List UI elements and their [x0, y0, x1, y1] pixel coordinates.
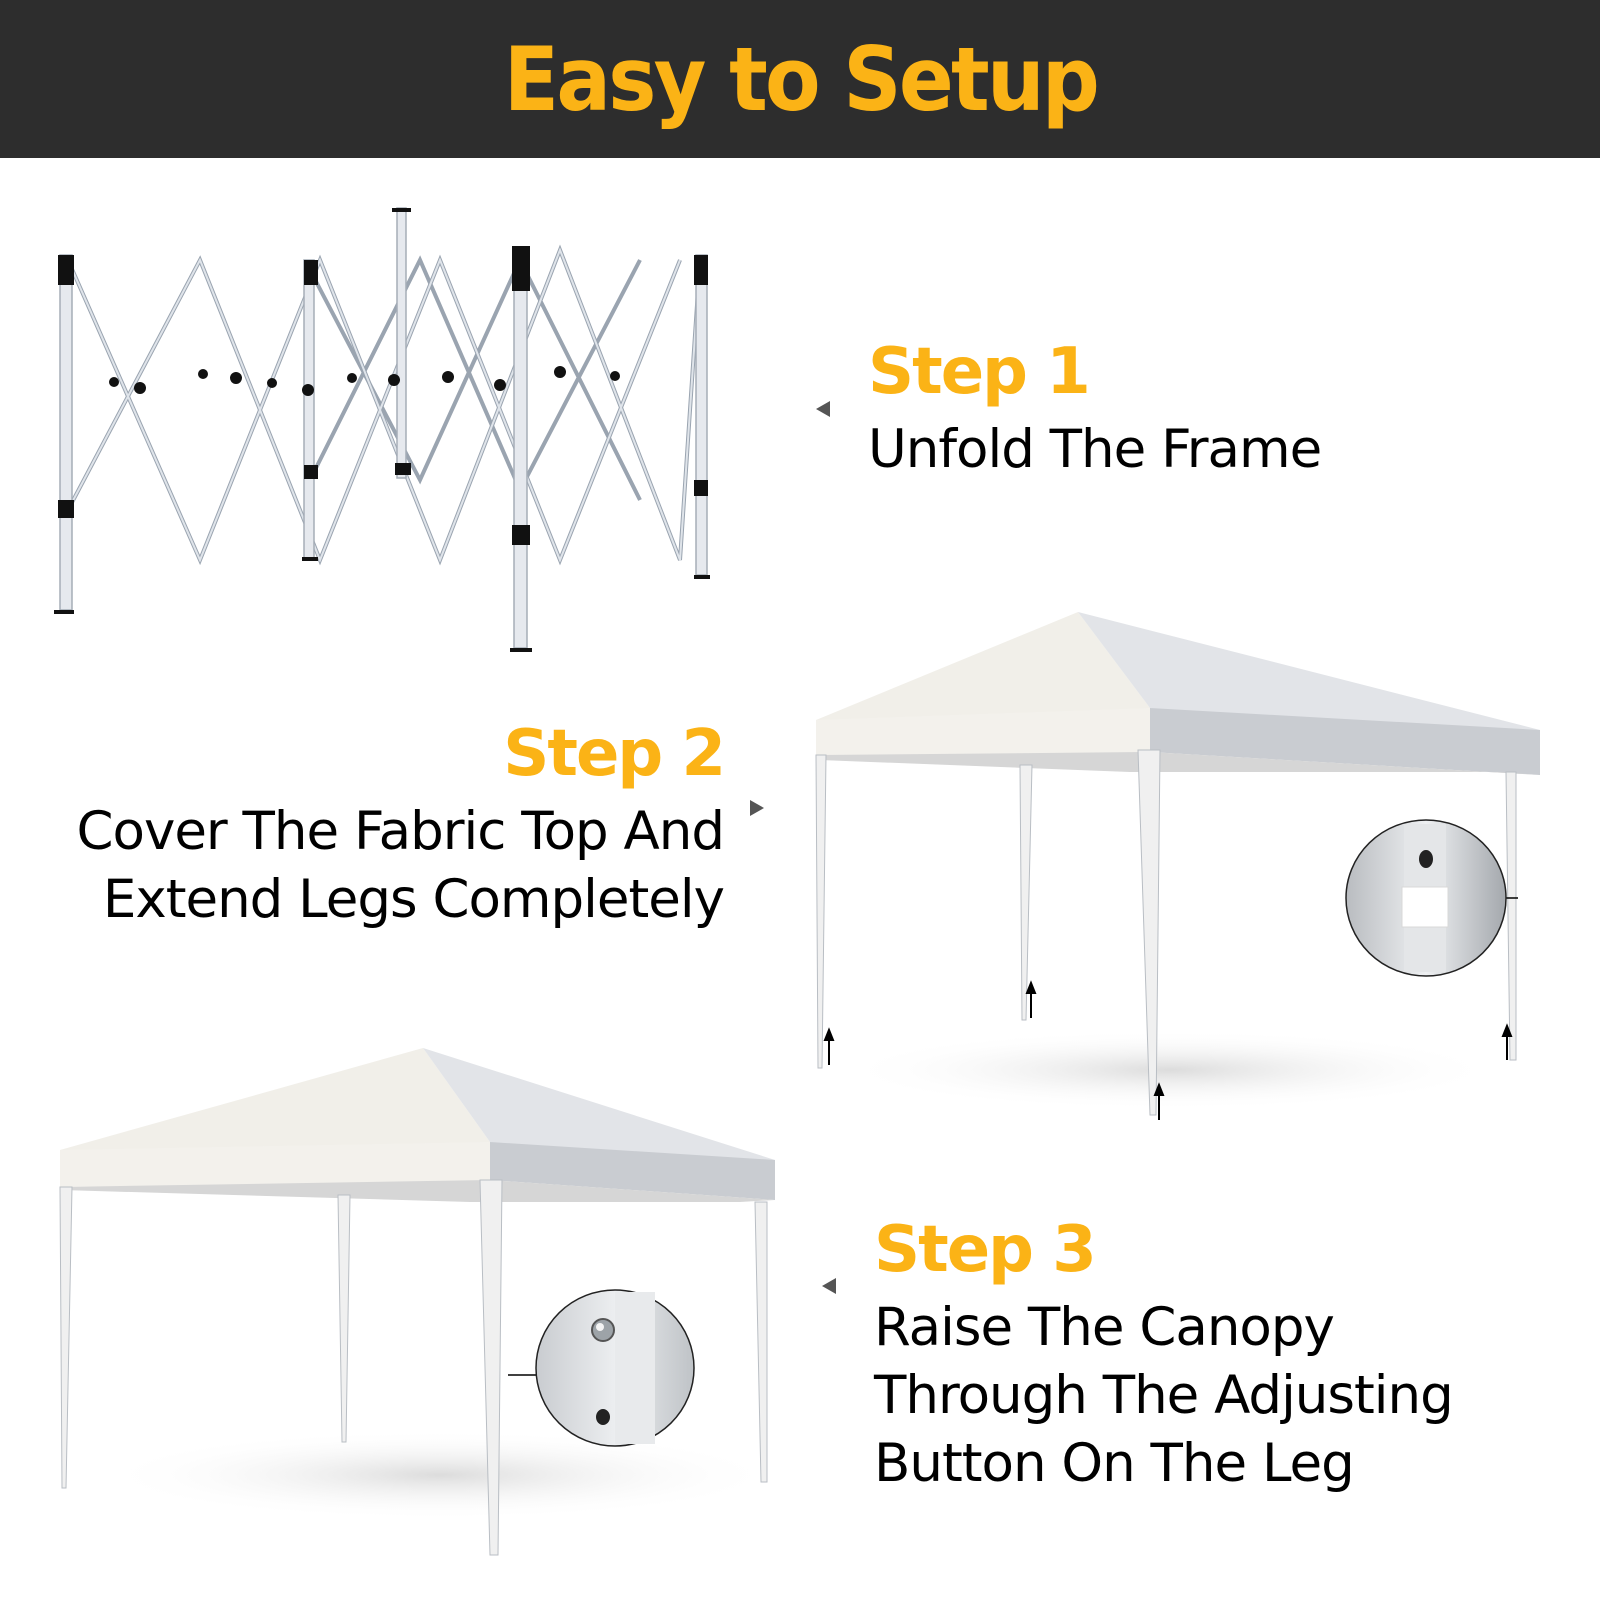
step-2-title: Step 2 [503, 717, 726, 791]
header-banner: Easy to Setup [0, 0, 1600, 158]
page-title: Easy to Setup [503, 27, 1099, 131]
right-triangle-pointer [750, 800, 764, 816]
step-1-description: Unfold The Frame [868, 416, 1322, 484]
step-2-line: Extend Legs Completely [102, 869, 725, 930]
folded-frame-illustration [40, 200, 740, 660]
step-2-description: Cover The Fabric Top And Extend Legs Com… [76, 798, 725, 934]
step-1-line: Unfold The Frame [868, 419, 1322, 480]
step-2-line: Cover The Fabric Top And [76, 801, 725, 862]
step-1-title: Step 1 [868, 335, 1091, 409]
adjusting-button-closeup [535, 1289, 695, 1447]
step-3: Step 3 Raise The Canopy Through The Adju… [874, 1213, 1454, 1498]
step-3-line: Through The Adjusting [874, 1365, 1454, 1426]
velcro-strap-closeup [1345, 819, 1507, 977]
step-1: Step 1 Unfold The Frame [868, 335, 1322, 484]
canopy-legs-extended-illustration [800, 600, 1540, 1120]
step-3-description: Raise The Canopy Through The Adjusting B… [874, 1294, 1454, 1498]
step-3-line: Raise The Canopy [874, 1297, 1335, 1358]
left-triangle-pointer [816, 401, 830, 417]
step-3-line: Button On The Leg [874, 1433, 1355, 1494]
step-2: Step 2 Cover The Fabric Top And Extend L… [76, 717, 726, 934]
step-3-title: Step 3 [874, 1213, 1097, 1287]
left-triangle-pointer [822, 1278, 836, 1294]
raised-canopy-illustration [50, 1030, 780, 1570]
